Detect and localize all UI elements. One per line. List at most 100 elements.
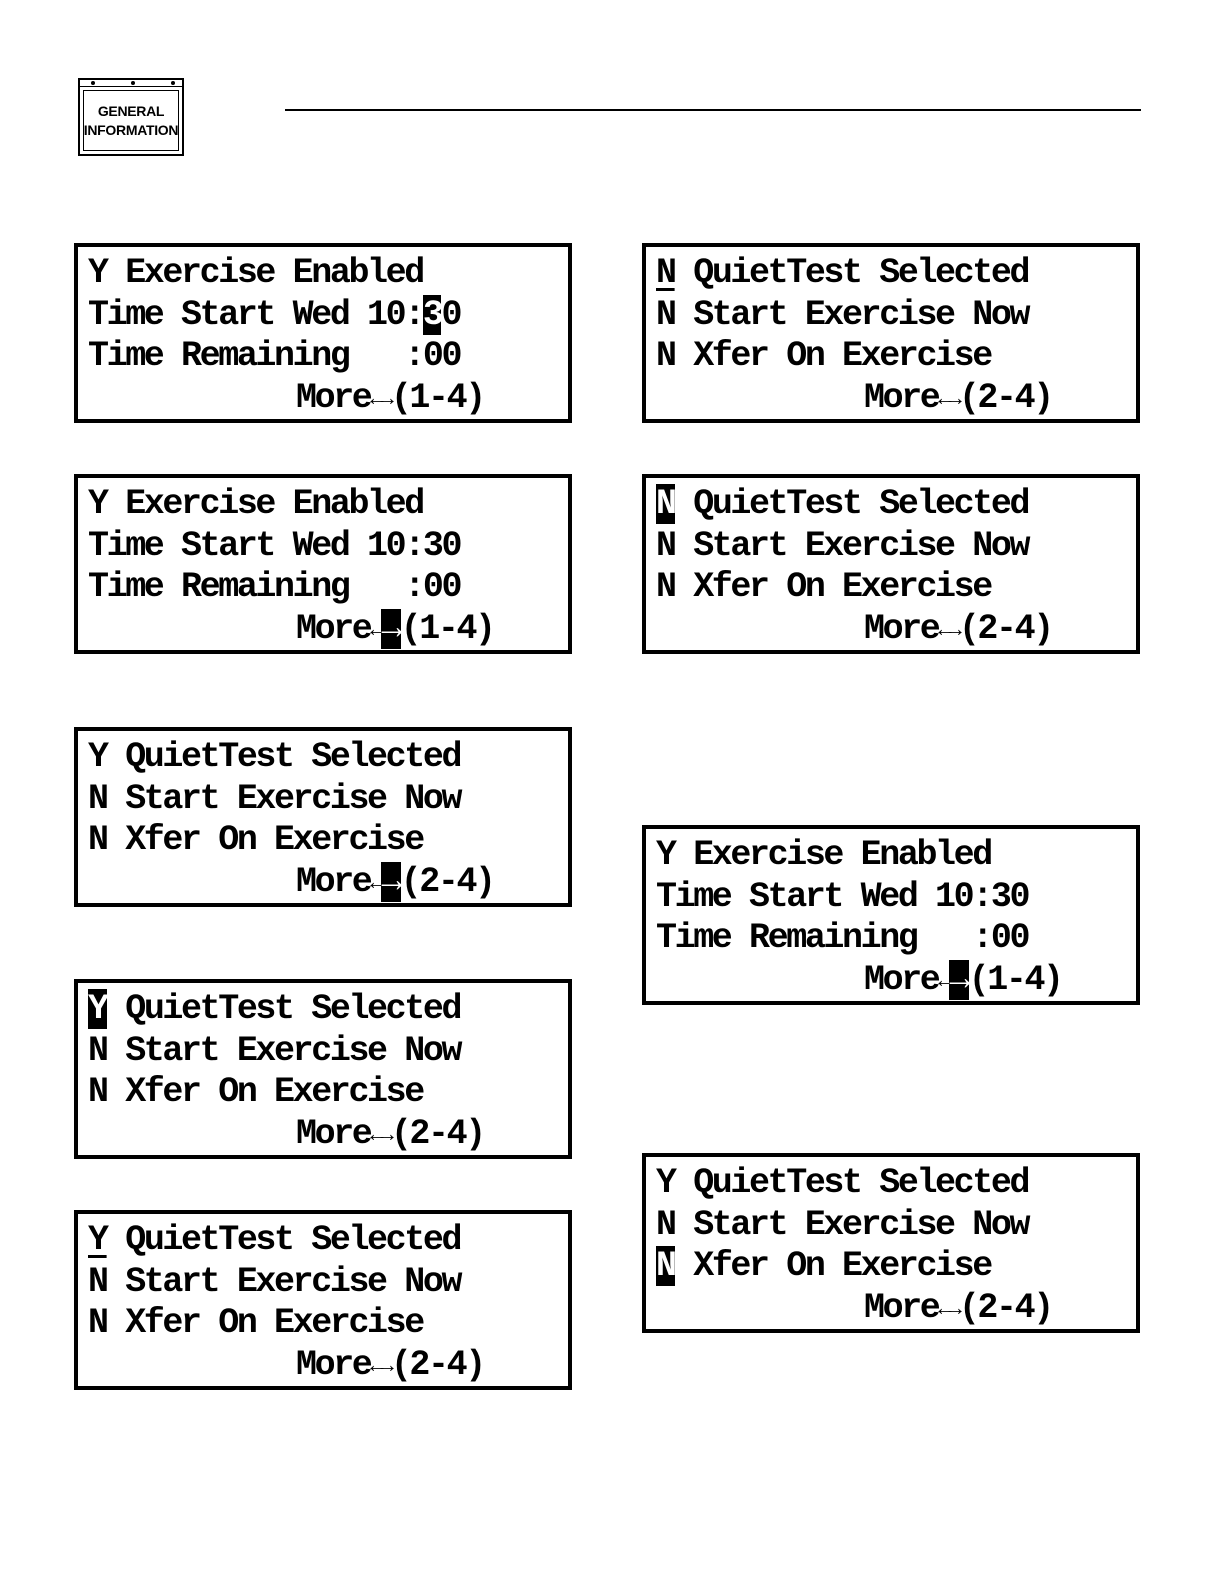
lcd-line: N Start Exercise Now (88, 1030, 462, 1071)
lcd-line: N Start Exercise Now (656, 1204, 1030, 1245)
more-label: More (296, 1344, 373, 1385)
section-tab: GENERAL INFORMATION (78, 78, 184, 156)
lcd-line: Y QuietTest Selected (88, 1220, 568, 1262)
arrow-left-icon: ← (370, 870, 383, 896)
lcd-more-line: More←→(2-4) (656, 378, 1136, 420)
arrow-right-icon: → (380, 1122, 394, 1148)
lcd-line: N Xfer On Exercise (88, 820, 425, 860)
lcd-cursor: N (656, 484, 677, 524)
more-label: More (864, 1287, 941, 1328)
page-indicator: (2-4) (400, 861, 496, 902)
lcd-text: QuietTest Selected (674, 253, 1030, 293)
lcd-line: N Xfer On Exercise (656, 336, 993, 376)
tab-label-line1: GENERAL (97, 102, 165, 119)
arrow-left-icon: ← (938, 1296, 951, 1322)
lcd-more-line: More←→(2-4) (656, 1288, 1136, 1330)
tab-rivet-icon (131, 81, 135, 85)
lcd-more-line: More←→(1-4) (88, 378, 568, 420)
more-label: More (864, 608, 941, 649)
page-indicator: (1-4) (390, 377, 486, 418)
page-indicator: (2-4) (958, 608, 1054, 649)
lcd-cursor: Y (88, 989, 109, 1029)
more-label: More (296, 608, 373, 649)
scroll-arrows-icon: ←→ (370, 1353, 394, 1379)
page-indicator: (2-4) (390, 1344, 486, 1385)
arrow-right-icon: → (380, 861, 403, 902)
lcd-line: N QuietTest Selected (656, 484, 1136, 526)
lcd-line: N Xfer On Exercise (656, 1246, 1136, 1288)
arrow-right-icon: → (948, 959, 971, 1000)
scroll-arrows-icon: ←→ (370, 608, 403, 649)
lcd-line: Time Start Wed 10:30 (88, 525, 462, 566)
lcd-cursor: N (656, 1246, 677, 1286)
lcd-more-line: More←→(2-4) (88, 861, 568, 904)
lcd-line: N QuietTest Selected (656, 253, 1136, 295)
lcd-more-line: More←→(2-4) (88, 1345, 568, 1387)
more-label: More (296, 1113, 373, 1154)
lcd-line: Time Remaining :00 (656, 918, 1030, 958)
lcd-line: N Start Exercise Now (656, 525, 1030, 566)
lcd-cursor: N (656, 253, 677, 293)
arrow-left-icon: ← (938, 968, 951, 994)
scroll-arrows-icon: ←→ (370, 1122, 394, 1148)
lcd-line: Time Remaining :00 (88, 336, 462, 376)
page-indicator: (1-4) (968, 959, 1064, 1000)
more-label: More (296, 377, 373, 418)
arrow-left-icon: ← (938, 617, 951, 643)
tab-divider (80, 86, 182, 87)
arrow-left-icon: ← (370, 617, 383, 643)
lcd-line: Y Exercise Enabled (88, 484, 425, 524)
arrow-right-icon: → (380, 386, 394, 412)
lcd-more-line: More←→(1-4) (88, 608, 568, 651)
arrow-left-icon: ← (370, 1122, 383, 1148)
lcd-more-line: More←→(1-4) (656, 959, 1136, 1002)
lcd-cursor: 3 (422, 294, 444, 335)
arrow-right-icon: → (380, 608, 403, 649)
arrow-right-icon: → (948, 386, 962, 412)
lcd-line: Y QuietTest Selected (656, 1163, 1030, 1203)
scroll-arrows-icon: ←→ (938, 617, 962, 643)
more-label: More (296, 861, 373, 902)
scroll-arrows-icon: ←→ (370, 861, 403, 902)
lcd-text: Xfer On Exercise (674, 1246, 993, 1286)
lcd-line: Y QuietTest Selected (88, 989, 568, 1031)
lcd-text: QuietTest Selected (106, 989, 462, 1029)
lcd-more-line: More←→(2-4) (88, 1114, 568, 1156)
page-indicator: (1-4) (400, 608, 496, 649)
tab-rivet-icon (91, 81, 95, 85)
scroll-arrows-icon: ←→ (938, 959, 971, 1000)
page-indicator: (2-4) (390, 1113, 486, 1154)
arrow-right-icon: → (380, 1353, 394, 1379)
lcd-line: Time Start Wed 10:30 (656, 876, 1030, 917)
lcd-line: N Start Exercise Now (88, 778, 462, 819)
more-label: More (864, 959, 941, 1000)
arrow-right-icon: → (948, 617, 962, 643)
scroll-arrows-icon: ←→ (370, 386, 394, 412)
page-indicator: (2-4) (958, 377, 1054, 418)
lcd-text: 0 (441, 294, 462, 335)
tab-rivet-icon (171, 81, 175, 85)
lcd-text: QuietTest Selected (106, 1220, 462, 1260)
lcd-more-line: More←→(2-4) (656, 609, 1136, 651)
lcd-cursor: Y (88, 1220, 109, 1260)
header-rule (285, 109, 1141, 111)
lcd-line: N Xfer On Exercise (88, 1303, 425, 1343)
arrow-left-icon: ← (370, 1353, 383, 1379)
arrow-left-icon: ← (938, 386, 951, 412)
tab-label: GENERAL INFORMATION (83, 90, 179, 151)
more-label: More (864, 377, 941, 418)
lcd-line: N Xfer On Exercise (88, 1072, 425, 1112)
arrow-right-icon: → (948, 1296, 962, 1322)
page-indicator: (2-4) (958, 1287, 1054, 1328)
scroll-arrows-icon: ←→ (938, 1296, 962, 1322)
lcd-line: Y QuietTest Selected (88, 737, 462, 777)
